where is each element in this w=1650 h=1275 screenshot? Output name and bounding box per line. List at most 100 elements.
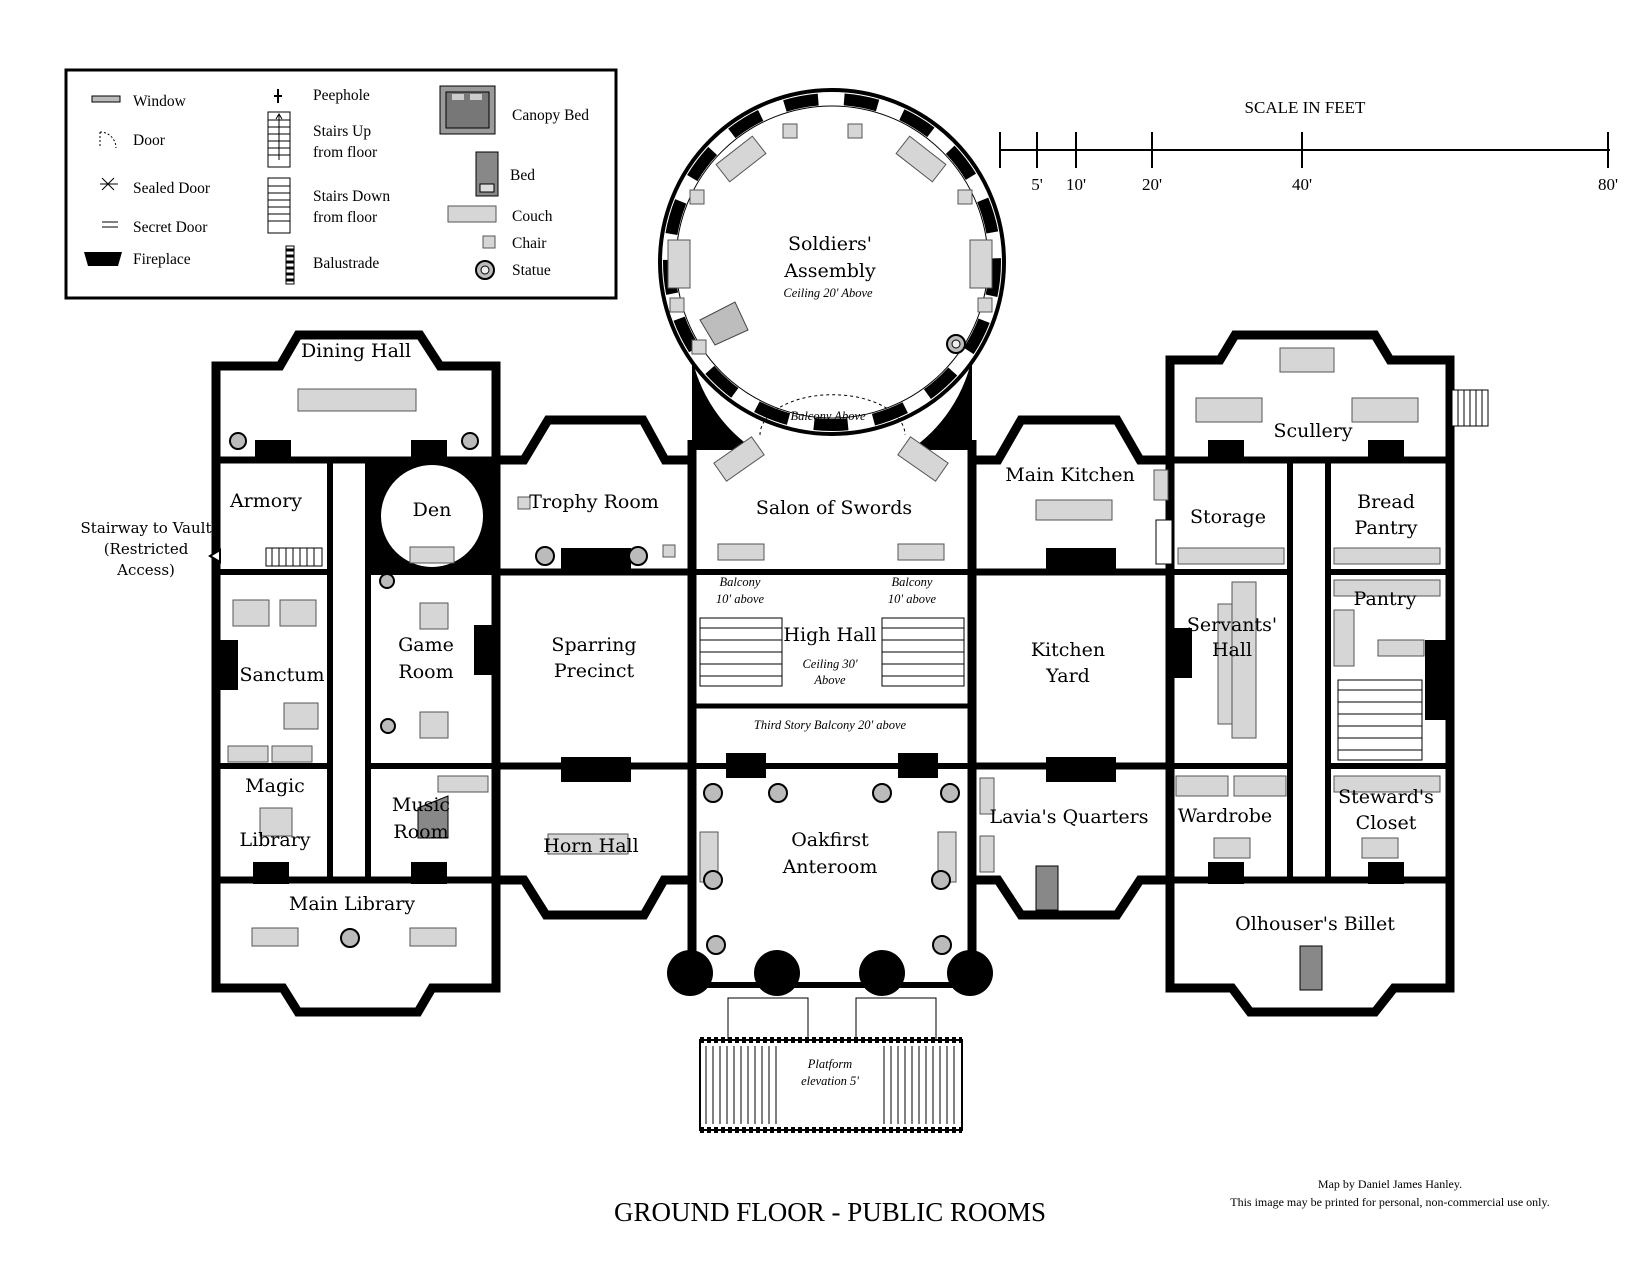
stairway-vault-label-3: Access) [116, 561, 175, 579]
soldiers-assembly-label-1: Soldiers' [788, 233, 872, 255]
magic-library-label-2: Library [239, 829, 310, 851]
right-wing-walls [972, 330, 1455, 1017]
game-room-label-1: Game [398, 634, 454, 656]
high-hall-note-1: Ceiling 30' [802, 657, 857, 671]
legend-couch-label: Couch [512, 208, 553, 225]
lavias-quarters-label: Lavia's Quarters [989, 806, 1148, 828]
map-title: GROUND FLOOR - PUBLIC ROOMS [614, 1197, 1046, 1227]
stairs-down-icon [267, 177, 291, 234]
scale-tick-40: 40' [1292, 175, 1312, 194]
canopy-bed-icon [439, 85, 496, 135]
third-story-balcony-label: Third Story Balcony 20' above [754, 718, 907, 732]
legend: Window Door Sealed Door Secret Door Fire… [64, 68, 618, 300]
pantry-label: Pantry [1354, 588, 1417, 610]
platform-label-1: Platform [807, 1057, 852, 1071]
room-labels: Dining Hall Armory Den Trophy Room Salon… [81, 340, 1434, 1088]
soldiers-assembly: Soldiers' Assembly Ceiling 20' Above Bal… [658, 88, 1006, 450]
legend-stairs-down-label-2: from floor [313, 209, 378, 226]
secret-door-icon [102, 221, 118, 228]
den-label: Den [413, 499, 452, 521]
music-room-label-1: Music [392, 794, 450, 816]
servants-hall-label-2: Hall [1212, 639, 1252, 661]
bread-pantry-label-2: Pantry [1355, 517, 1418, 539]
scullery-label: Scullery [1273, 420, 1352, 442]
credit-line-1: Map by Daniel James Hanley. [1318, 1177, 1462, 1191]
sparring-precinct-label-2: Precinct [554, 660, 635, 682]
main-library-label: Main Library [289, 893, 415, 915]
legend-canopy-bed-label: Canopy Bed [512, 107, 589, 124]
legend-door-label: Door [133, 132, 166, 149]
stewards-closet-label-1: Steward's [1338, 786, 1434, 808]
stairway-vault-label-1: Stairway to Vault [81, 519, 212, 537]
balcony-left-label-1: Balcony [720, 575, 761, 589]
music-room-label-2: Room [393, 821, 448, 843]
door-icon [99, 131, 117, 149]
window-icon [91, 95, 121, 103]
balcony-left-label-2: 10' above [716, 592, 765, 606]
credit-line-2: This image may be printed for personal, … [1230, 1195, 1549, 1209]
bread-pantry-label-1: Bread [1357, 491, 1415, 513]
main-kitchen-label: Main Kitchen [1005, 464, 1134, 486]
scale-tick-10: 10' [1066, 175, 1086, 194]
wardrobe-label: Wardrobe [1178, 805, 1272, 827]
kitchen-yard-label-1: Kitchen [1031, 639, 1105, 661]
soldiers-assembly-note: Ceiling 20' Above [783, 286, 873, 300]
sealed-door-icon [100, 177, 118, 191]
soldiers-assembly-label-2: Assembly [783, 260, 876, 282]
legend-fireplace-label: Fireplace [133, 251, 191, 268]
balustrade-icon [285, 245, 295, 285]
game-room-label-2: Room [398, 661, 453, 683]
left-wing-walls [211, 330, 501, 1017]
statue-icon [475, 260, 495, 280]
high-hall-note-2: Above [813, 673, 846, 687]
legend-peephole-label: Peephole [313, 87, 370, 104]
stairway-vault-label-2: (Restricted [104, 540, 189, 558]
salon-of-swords-label: Salon of Swords [756, 497, 912, 519]
chair-icon [482, 235, 496, 249]
sanctum-label: Sanctum [239, 664, 324, 686]
scale-title: SCALE IN FEET [1245, 98, 1367, 117]
legend-balustrade-label: Balustrade [313, 255, 379, 272]
scale-tick-20: 20' [1142, 175, 1162, 194]
scale-bar: SCALE IN FEET 5' 10' 20' 40' 80' [999, 98, 1618, 194]
left-wing-details [208, 388, 496, 948]
legend-secret-door-label: Secret Door [133, 219, 208, 236]
fireplace-icon [84, 252, 122, 266]
bed-icon [475, 151, 499, 197]
balcony-above-label: Balcony Above [790, 409, 866, 423]
storage-label: Storage [1190, 506, 1266, 528]
right-wing-details [979, 347, 1489, 991]
stairs-up-icon [267, 111, 291, 168]
stewards-closet-label-2: Closet [1356, 812, 1417, 834]
legend-window-label: Window [133, 93, 187, 110]
legend-stairs-down-label-1: Stairs Down [313, 188, 390, 205]
legend-sealed-door-label: Sealed Door [133, 180, 211, 197]
legend-stairs-up-label-2: from floor [313, 144, 378, 161]
legend-chair-label: Chair [512, 235, 547, 252]
oakfirst-anteroom-label-1: Oakfirst [791, 829, 869, 851]
balcony-right-label-2: 10' above [888, 592, 937, 606]
central-block-details [517, 436, 1116, 996]
legend-stairs-up-label-1: Stairs Up [313, 123, 371, 140]
kitchen-yard-label-2: Yard [1045, 665, 1090, 687]
high-hall-label: High Hall [783, 624, 876, 646]
legend-statue-label: Statue [512, 262, 551, 279]
trophy-room-label: Trophy Room [529, 491, 659, 513]
scale-tick-80: 80' [1598, 175, 1618, 194]
magic-library-label-1: Magic [245, 775, 305, 797]
platform-label-2: elevation 5' [801, 1074, 859, 1088]
sparring-precinct-label-1: Sparring [551, 634, 636, 656]
dining-hall-label: Dining Hall [301, 340, 411, 362]
entry-platform [699, 997, 963, 1133]
peephole-icon [274, 89, 282, 103]
balcony-right-label-1: Balcony [892, 575, 933, 589]
servants-hall-label-1: Servants' [1187, 614, 1277, 636]
armory-label: Armory [229, 490, 302, 512]
scale-tick-5: 5' [1031, 175, 1043, 194]
horn-hall-label: Horn Hall [543, 835, 638, 857]
legend-bed-label: Bed [510, 167, 535, 184]
oakfirst-anteroom-label-2: Anteroom [782, 856, 878, 878]
couch-icon [447, 205, 497, 223]
olhousers-billet-label: Olhouser's Billet [1235, 913, 1395, 935]
